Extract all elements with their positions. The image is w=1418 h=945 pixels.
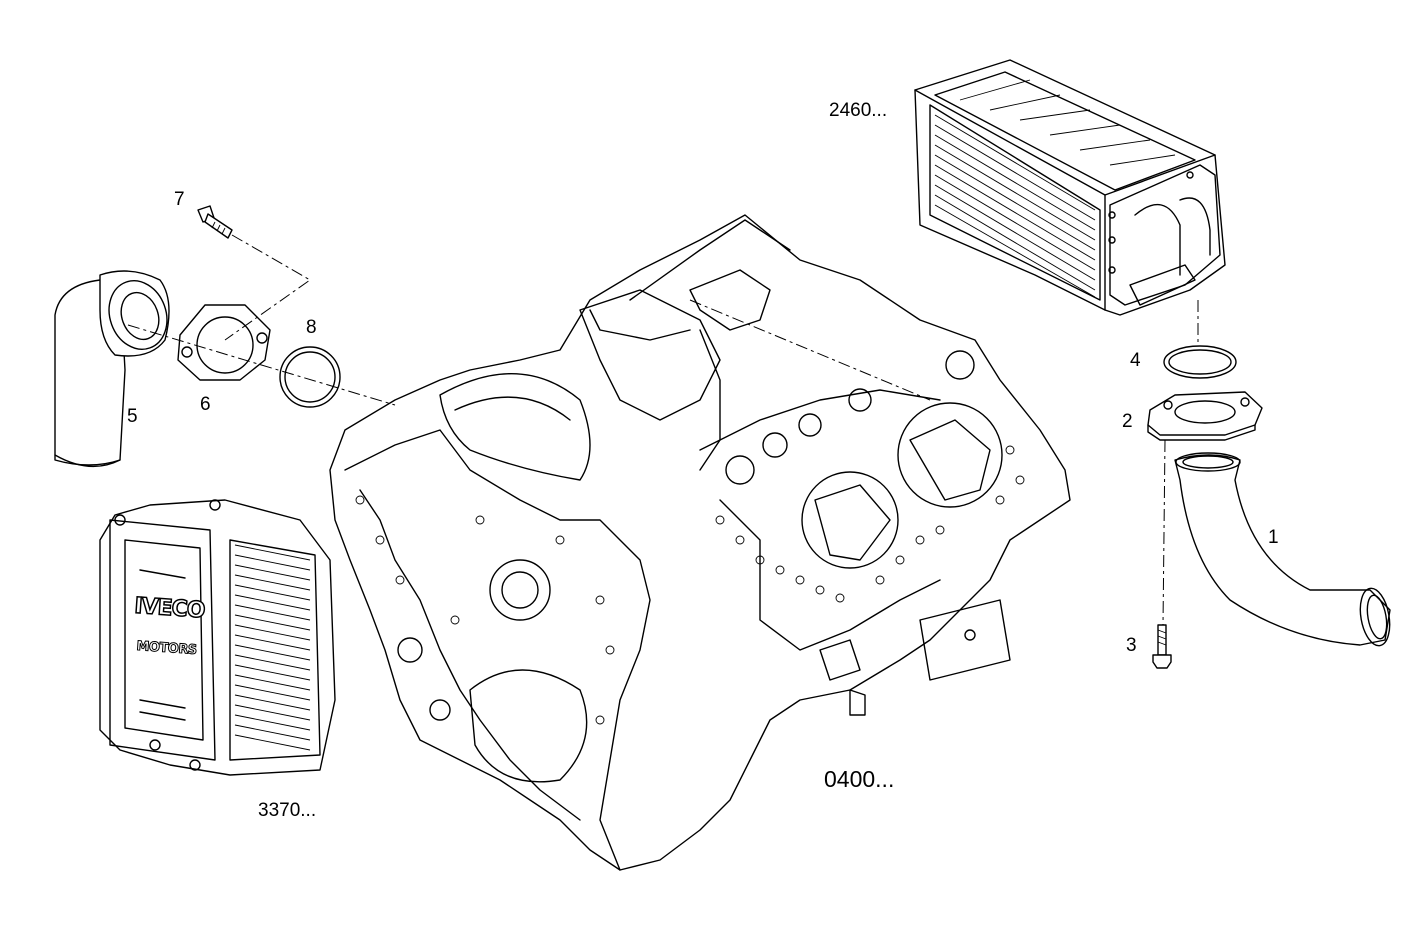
pipe-1-drawing	[1174, 452, 1391, 647]
callout-ref-cover: 3370...	[258, 800, 317, 821]
intercooler-drawing	[914, 59, 1226, 316]
callout-part-3: 3	[1126, 635, 1137, 656]
callout-ref-block: 0400...	[824, 766, 895, 792]
assembly-lines	[127, 234, 1199, 626]
iveco-logo: IVECO MOTORS	[126, 593, 210, 661]
flange-2-drawing	[1147, 391, 1263, 441]
gasket-6-drawing	[177, 304, 271, 381]
o-ring-8-drawing	[279, 346, 341, 408]
callout-part-6: 6	[200, 394, 211, 415]
callout-part-4: 4	[1130, 350, 1141, 371]
callout-ref-intercooler: 2460...	[829, 100, 888, 121]
callout-part-1: 1	[1268, 527, 1279, 548]
callout-part-7: 7	[174, 189, 185, 210]
cover-drawing	[99, 499, 336, 776]
logo-line-1: IVECO	[133, 593, 206, 624]
engine-block	[329, 214, 1071, 871]
callout-part-5: 5	[127, 406, 138, 427]
bolt-7-drawing	[197, 205, 233, 239]
pipe-5-drawing	[54, 270, 170, 468]
callout-part-2: 2	[1122, 411, 1133, 432]
o-ring-4-drawing	[1163, 345, 1237, 379]
bolt-3-drawing	[1152, 624, 1172, 669]
callout-part-8: 8	[306, 317, 317, 338]
